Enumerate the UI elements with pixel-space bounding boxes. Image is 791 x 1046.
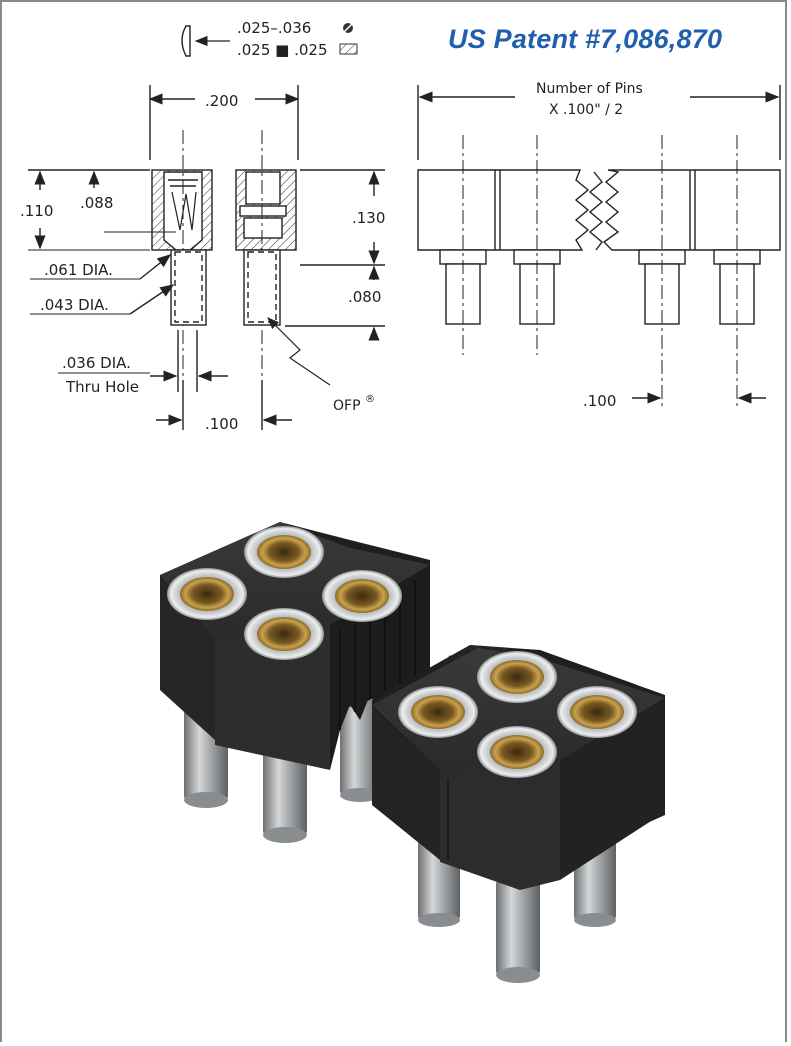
legend-line2: .025 ■ .025 xyxy=(237,41,328,59)
dim-100-right: .100 xyxy=(583,392,616,410)
thru-hole-label: Thru Hole xyxy=(65,378,139,396)
dim-088: .088 xyxy=(80,194,113,212)
pins-formula-label: X .100" / 2 xyxy=(549,102,623,118)
dim-080: .080 xyxy=(348,288,381,306)
patent-number: US Patent #7,086,870 xyxy=(448,24,723,54)
ofp-label: OFP xyxy=(333,398,361,414)
side-view-labels: Number of Pins X .100" / 2 .100 xyxy=(536,81,643,410)
dim-100-left: .100 xyxy=(205,415,238,433)
ofp-registered-mark: ® xyxy=(365,394,375,405)
number-of-pins-label: Number of Pins xyxy=(536,81,643,97)
legend: .025–.036 .025 ■ .025 xyxy=(181,19,358,59)
dim-200: .200 xyxy=(205,92,238,110)
dim-130: .130 xyxy=(352,209,385,227)
dim-110: .110 xyxy=(20,202,53,220)
section-view xyxy=(28,85,385,430)
legend-line1: .025–.036 xyxy=(237,19,311,37)
side-view xyxy=(417,85,781,410)
section-labels: .200 .110 .088 .130 .080 .061 DIA. .043 … xyxy=(20,92,385,433)
dim-036-dia: .036 DIA. xyxy=(62,354,131,372)
connector-render xyxy=(160,522,665,983)
dim-043-dia: .043 DIA. xyxy=(40,296,109,314)
dim-061-dia: .061 DIA. xyxy=(44,261,113,279)
